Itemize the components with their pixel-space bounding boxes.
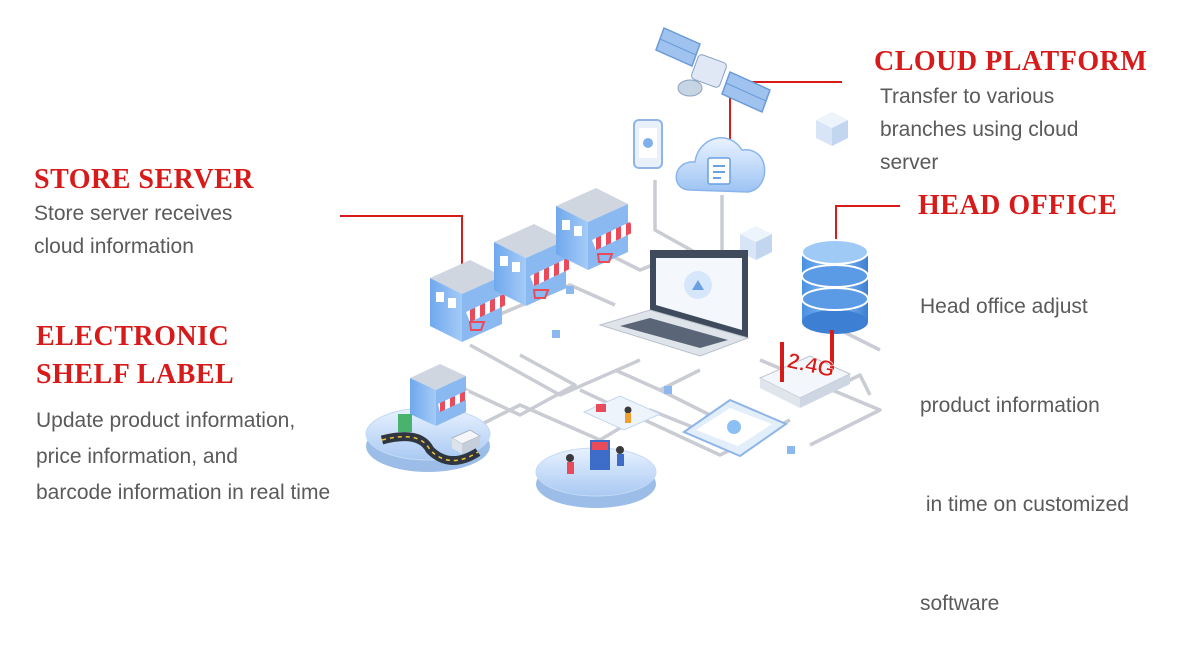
label-stage (582, 395, 662, 431)
description-line: in time on customized (920, 493, 1129, 516)
server-stack-icon (801, 239, 869, 334)
tablet-icon (681, 398, 789, 458)
store-servers (430, 188, 634, 342)
leader-head-office (835, 205, 900, 252)
esl-title-line: ELECTRONIC (36, 321, 230, 352)
esl-title: ELECTRONIC SHELF LABEL (36, 318, 234, 394)
description-line: barcode information in real time (36, 481, 331, 504)
cloud-icon (675, 137, 766, 193)
description-line: software (920, 592, 1000, 615)
description-line: price information, and (36, 445, 238, 468)
description-line: Update product information, (36, 409, 296, 432)
store-icon (410, 364, 470, 426)
truck-icon (450, 429, 482, 454)
cloud-platform-title: CLOUD PLATFORM (874, 46, 1148, 77)
store-server-title: STORE SERVER (34, 164, 255, 195)
description-line: product information (920, 394, 1100, 417)
satellite-icon (655, 26, 771, 114)
head-office-description: Head office adjust product information i… (920, 224, 1129, 653)
laptop-icon (598, 250, 750, 357)
description-line: Transfer to various (880, 85, 1055, 108)
shopping-cart-icon (468, 253, 614, 331)
cube-icons (552, 112, 848, 454)
shopping-disc (535, 440, 657, 508)
store-icon (430, 260, 508, 342)
head-office-title: HEAD OFFICE (918, 190, 1118, 221)
store-icon (556, 188, 634, 270)
description-line: server (880, 151, 939, 174)
cloud-platform-description: Transfer to various branches using cloud… (880, 80, 1078, 179)
description-line: Head office adjust (920, 295, 1088, 318)
router-icon: 2.4G (758, 330, 852, 408)
esl-description: Update product information, price inform… (36, 403, 330, 511)
phone-icon (633, 119, 663, 169)
description-line: branches using cloud (880, 118, 1079, 141)
description-line: Store server receives (34, 202, 233, 225)
store-disc (365, 364, 491, 472)
esl-title-line: SHELF LABEL (36, 359, 235, 390)
description-line: cloud information (34, 235, 194, 258)
network-diagram: 2.4G (340, 26, 900, 508)
cube-icon (816, 112, 848, 146)
store-server-description: Store server receives cloud information (34, 197, 232, 263)
leader-store-server (340, 215, 463, 272)
